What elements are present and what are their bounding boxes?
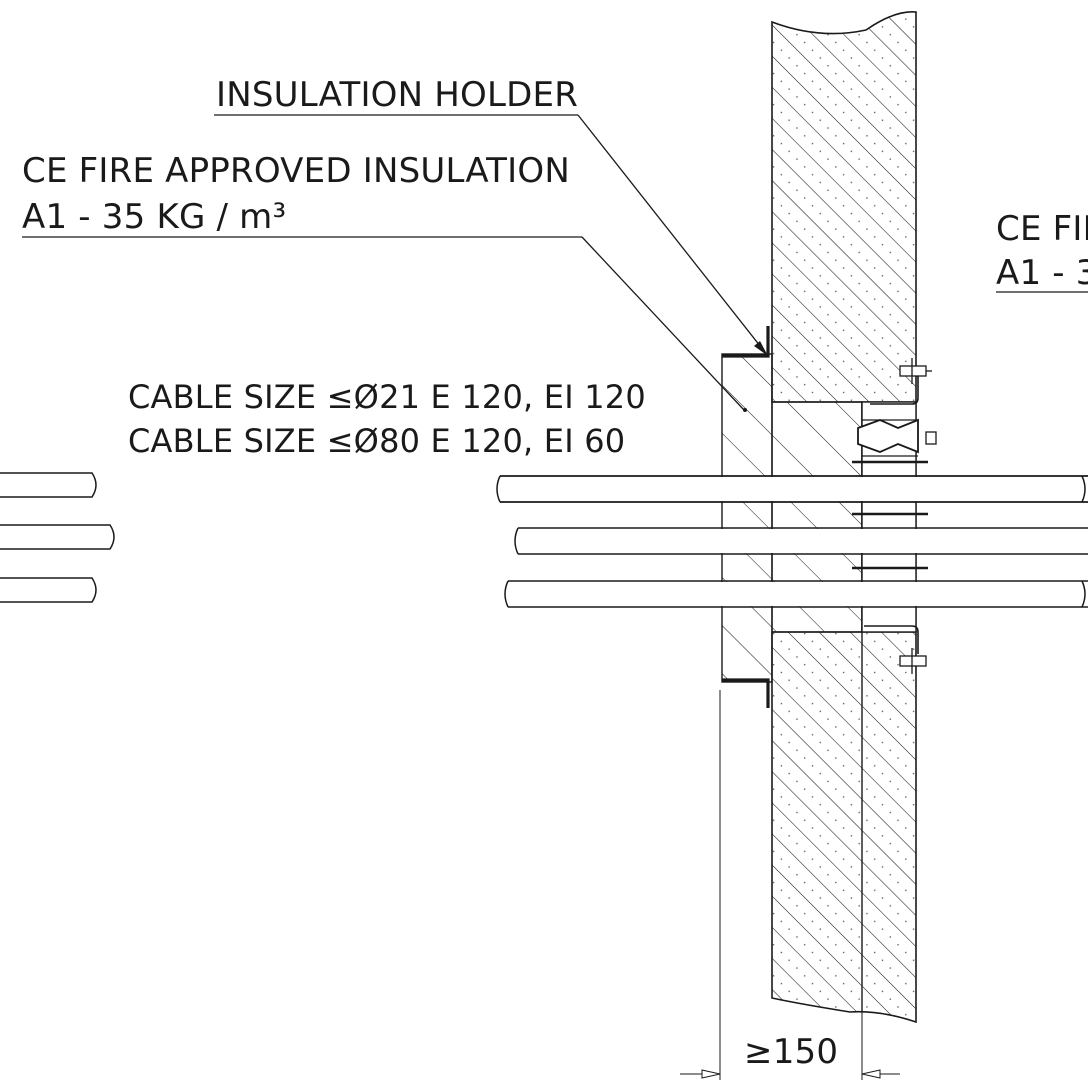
front-insulation-block [721,326,773,708]
label-insulation-holder: INSULATION HOLDER [216,75,579,115]
cables-left-stubs [0,472,115,603]
cable-clamp [852,358,937,674]
label-insulation-density: A1 - 35 KG / m³ [22,197,287,237]
cables-through-wall [496,475,1088,608]
label-right-partial-2: A1 - 3 [996,253,1088,293]
wall-upper [771,11,917,403]
dimension-label: ≥150 [744,1032,839,1072]
dimension-150 [680,690,900,1080]
label-insulation-title: CE FIRE APPROVED INSULATION [22,151,570,191]
wall-lower [771,631,917,1024]
leader-lines [22,114,1088,412]
label-cable-rating-1: CABLE SIZE ≤Ø21 E 120, EI 120 [128,378,646,416]
label-cable-rating-2: CABLE SIZE ≤Ø80 E 120, EI 60 [128,422,626,460]
label-right-partial-1: CE FIR [996,209,1088,249]
